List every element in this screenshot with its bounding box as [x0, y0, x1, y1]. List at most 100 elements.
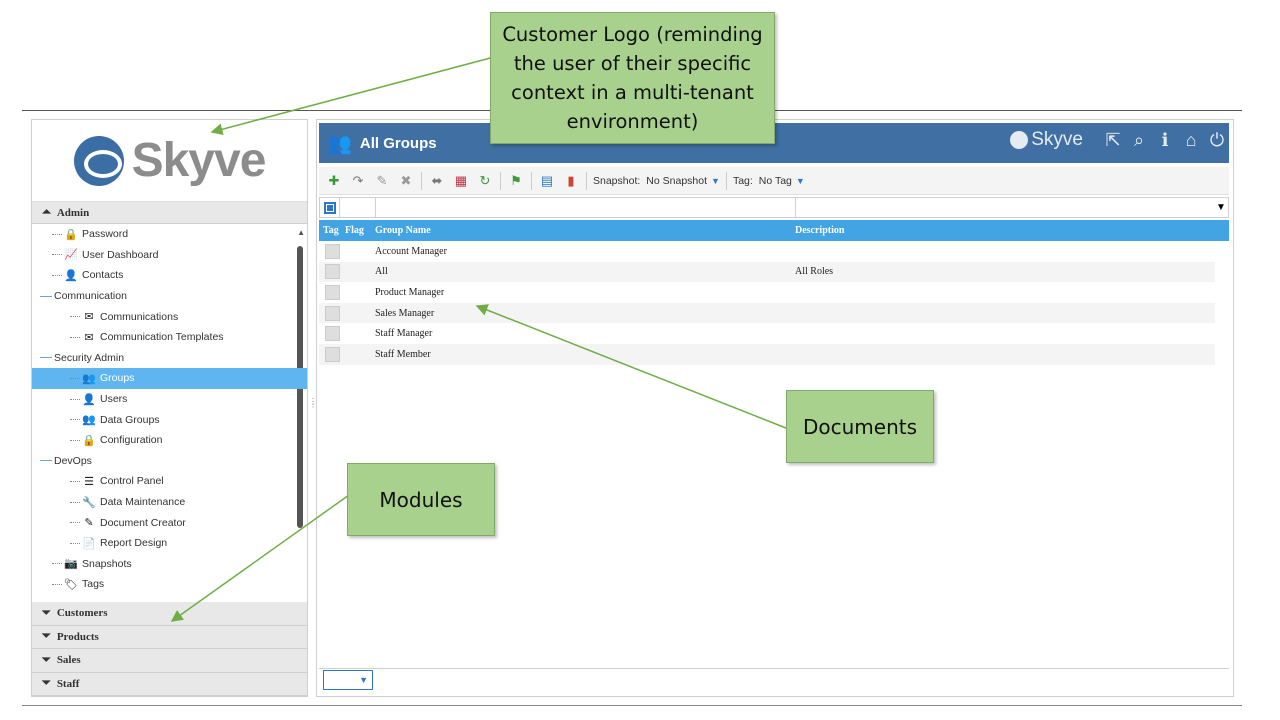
tree-line: [70, 336, 80, 338]
row-tag-checkbox[interactable]: [319, 346, 345, 362]
contact-card-icon: 👤: [64, 269, 78, 282]
callout-modules: Modules: [347, 463, 495, 536]
module-header[interactable]: ⏷Sales: [32, 649, 307, 673]
checkbox-icon: [324, 284, 340, 300]
module-label: Staff: [56, 677, 80, 690]
menu-item-label: Control Panel: [100, 475, 164, 488]
grid-icon[interactable]: ▤: [540, 172, 554, 188]
tag-select[interactable]: No Tag▼: [759, 175, 805, 187]
row-group-name: Staff Member: [375, 348, 431, 360]
menu-item[interactable]: 🔒Password: [32, 224, 307, 245]
tree-line: [52, 563, 62, 565]
logo-text: Skyve: [131, 134, 267, 187]
menu-item[interactable]: 📈User Dashboard: [32, 245, 307, 266]
menu-item[interactable]: 👥Groups: [32, 368, 307, 389]
menu-item[interactable]: 👤Users: [32, 389, 307, 410]
external-link-icon[interactable]: ⇱: [1105, 129, 1121, 150]
select-all-checkbox[interactable]: [320, 198, 340, 217]
tree-line: [70, 316, 80, 318]
brand-logo: Skyve: [1010, 129, 1083, 151]
chart-icon[interactable]: ▮: [567, 172, 575, 188]
tag-label: Tag:: [732, 174, 753, 187]
filter-funnel-icon[interactable]: ▼: [1216, 202, 1226, 213]
splitter-handle[interactable]: ⋮⋮: [309, 397, 317, 409]
column-flag[interactable]: Flag: [345, 225, 364, 236]
row-tag-checkbox[interactable]: [319, 305, 345, 321]
tree-line: [70, 439, 80, 441]
row-tag-checkbox[interactable]: [319, 264, 345, 280]
table-row[interactable]: Staff Manager: [319, 323, 1215, 344]
column-tag[interactable]: Tag: [323, 225, 339, 236]
menu-item[interactable]: 👤 Contacts: [32, 265, 307, 286]
scroll-up-icon[interactable]: ▲: [297, 228, 305, 237]
module-header[interactable]: ⏷Products: [32, 625, 307, 649]
filter-row: ▼: [319, 197, 1229, 218]
header-actions: Skyve ⇱ ⌕ ℹ ⌂ ⏻: [1010, 129, 1227, 151]
delete-icon[interactable]: ✖: [400, 172, 412, 188]
column-group-name[interactable]: Group Name: [375, 225, 431, 236]
export-icon[interactable]: ▦: [454, 172, 468, 188]
filter-icon[interactable]: ⬌: [431, 172, 443, 188]
skyve-logo-icon: [73, 135, 124, 186]
menu-item-label: Contacts: [82, 269, 124, 282]
table-row[interactable]: Staff Member: [319, 343, 1215, 365]
column-description[interactable]: Description: [795, 225, 845, 236]
page-title: All Groups: [359, 134, 437, 152]
row-group-name: All: [375, 266, 388, 278]
module-header[interactable]: ⏷Customers: [32, 602, 307, 626]
tag-icon[interactable]: ⚑: [510, 172, 522, 188]
separator: [421, 171, 422, 190]
menu-group[interactable]: Security Admin: [32, 348, 307, 369]
module-header[interactable]: ⏷Staff: [32, 672, 307, 696]
separator: [725, 171, 727, 190]
menu-item-label: Snapshots: [82, 557, 132, 570]
zoom-in-icon[interactable]: ↷: [352, 172, 364, 188]
menu-item[interactable]: 🔒Configuration: [32, 430, 307, 451]
home-icon[interactable]: ⌂: [1185, 129, 1197, 150]
menu-item[interactable]: 🏷Tags: [32, 574, 307, 595]
users-icon: 👥: [327, 132, 352, 155]
menu-item[interactable]: ☰Control Panel: [32, 471, 307, 492]
menu-item[interactable]: 📷Snapshots: [32, 554, 307, 575]
list-view-panel: 👥 All Groups Skyve ⇱ ⌕ ℹ ⌂ ⏻ ✚ ↷ ✎ ✖ ⬌ ▦…: [316, 119, 1234, 697]
add-icon[interactable]: ✚: [328, 172, 340, 188]
flag-filter[interactable]: [340, 198, 376, 217]
refresh-icon[interactable]: ↻: [479, 172, 491, 188]
menu-item[interactable]: 👥Data Groups: [32, 409, 307, 430]
power-icon[interactable]: ⏻: [1209, 129, 1225, 150]
menu-item[interactable]: ✉ Communication Templates: [32, 327, 307, 348]
edit-icon[interactable]: ✎: [376, 172, 388, 188]
module-label: Products: [56, 630, 99, 643]
summary-select[interactable]: ▼: [323, 669, 373, 690]
snapshot-value: No Snapshot: [646, 174, 708, 187]
snapshot-label: Snapshot:: [593, 174, 641, 187]
grid-header: Tag Flag Group Name Description: [319, 220, 1229, 241]
row-tag-checkbox[interactable]: [319, 326, 345, 342]
info-icon[interactable]: ℹ: [1161, 129, 1169, 150]
menu-item[interactable]: ✉Communications: [32, 306, 307, 327]
menu-item[interactable]: 📄Report Design: [32, 533, 307, 554]
row-tag-checkbox[interactable]: [319, 243, 345, 259]
table-row[interactable]: Sales Manager: [319, 302, 1215, 324]
group-name-filter[interactable]: [376, 198, 796, 217]
menu-item-label: Communication Templates: [100, 331, 224, 344]
row-group-name: Staff Manager: [375, 328, 433, 340]
envelope-open-icon: ✉: [84, 331, 94, 344]
search-icon[interactable]: ⌕: [1133, 129, 1145, 150]
module-header-admin[interactable]: ⏶ Admin: [32, 202, 307, 224]
table-row[interactable]: Account Manager: [319, 241, 1215, 262]
menu-item[interactable]: ✎Document Creator: [32, 512, 307, 533]
row-tag-checkbox[interactable]: [319, 284, 345, 300]
table-row[interactable]: Product Manager: [319, 282, 1215, 303]
snapshot-select[interactable]: No Snapshot▼: [646, 175, 720, 187]
menu-group[interactable]: DevOps: [32, 451, 307, 472]
menu-group[interactable]: Communication: [32, 286, 307, 307]
bottom-rule: [22, 705, 1242, 706]
menu-item[interactable]: 🔧Data Maintenance: [32, 492, 307, 513]
menu-item-label: Report Design: [100, 537, 168, 550]
module-label: Admin: [56, 206, 90, 219]
description-filter[interactable]: [796, 198, 1214, 217]
callout-customer-logo: Customer Logo (reminding the user of the…: [490, 12, 775, 144]
tree-line: [52, 233, 62, 235]
